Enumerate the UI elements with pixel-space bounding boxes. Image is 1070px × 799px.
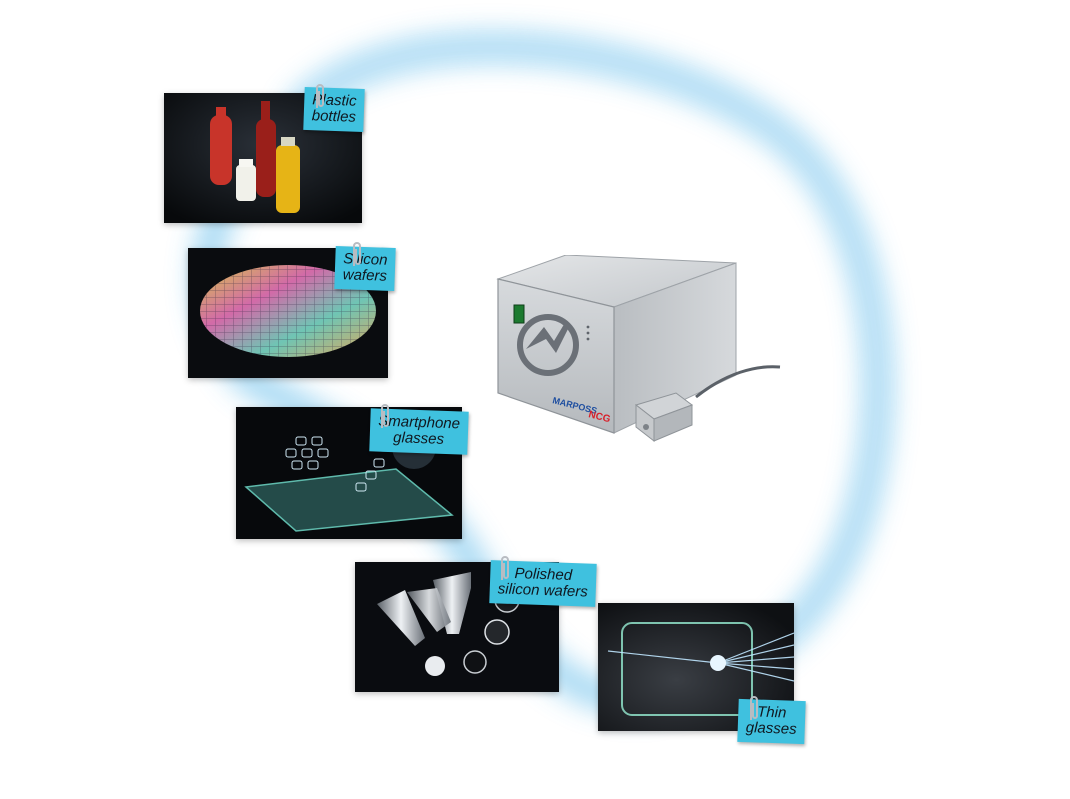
tag-line-2: bottles <box>311 107 357 126</box>
tag-line-2: glasses <box>392 429 445 448</box>
tag-line-2: silicon wafers <box>497 580 589 601</box>
device-model: NCG <box>587 409 611 425</box>
paperclip-icon <box>750 696 758 720</box>
marposs-logo-icon <box>517 314 579 376</box>
polished-silicon-wafers-photo <box>355 562 559 692</box>
paperclip-icon <box>381 404 389 428</box>
paperclip-icon <box>501 556 509 580</box>
tag-silicon-wafers: Silicon wafers <box>334 245 396 292</box>
paperclip-icon <box>353 242 361 266</box>
tag-line-2: glasses <box>745 719 797 738</box>
marposs-ncg-device: MARPOSS NCG <box>496 255 781 443</box>
tag-line-2: wafers <box>342 266 388 285</box>
plastic-bottles-photo <box>164 93 362 223</box>
paperclip-icon <box>316 84 324 108</box>
